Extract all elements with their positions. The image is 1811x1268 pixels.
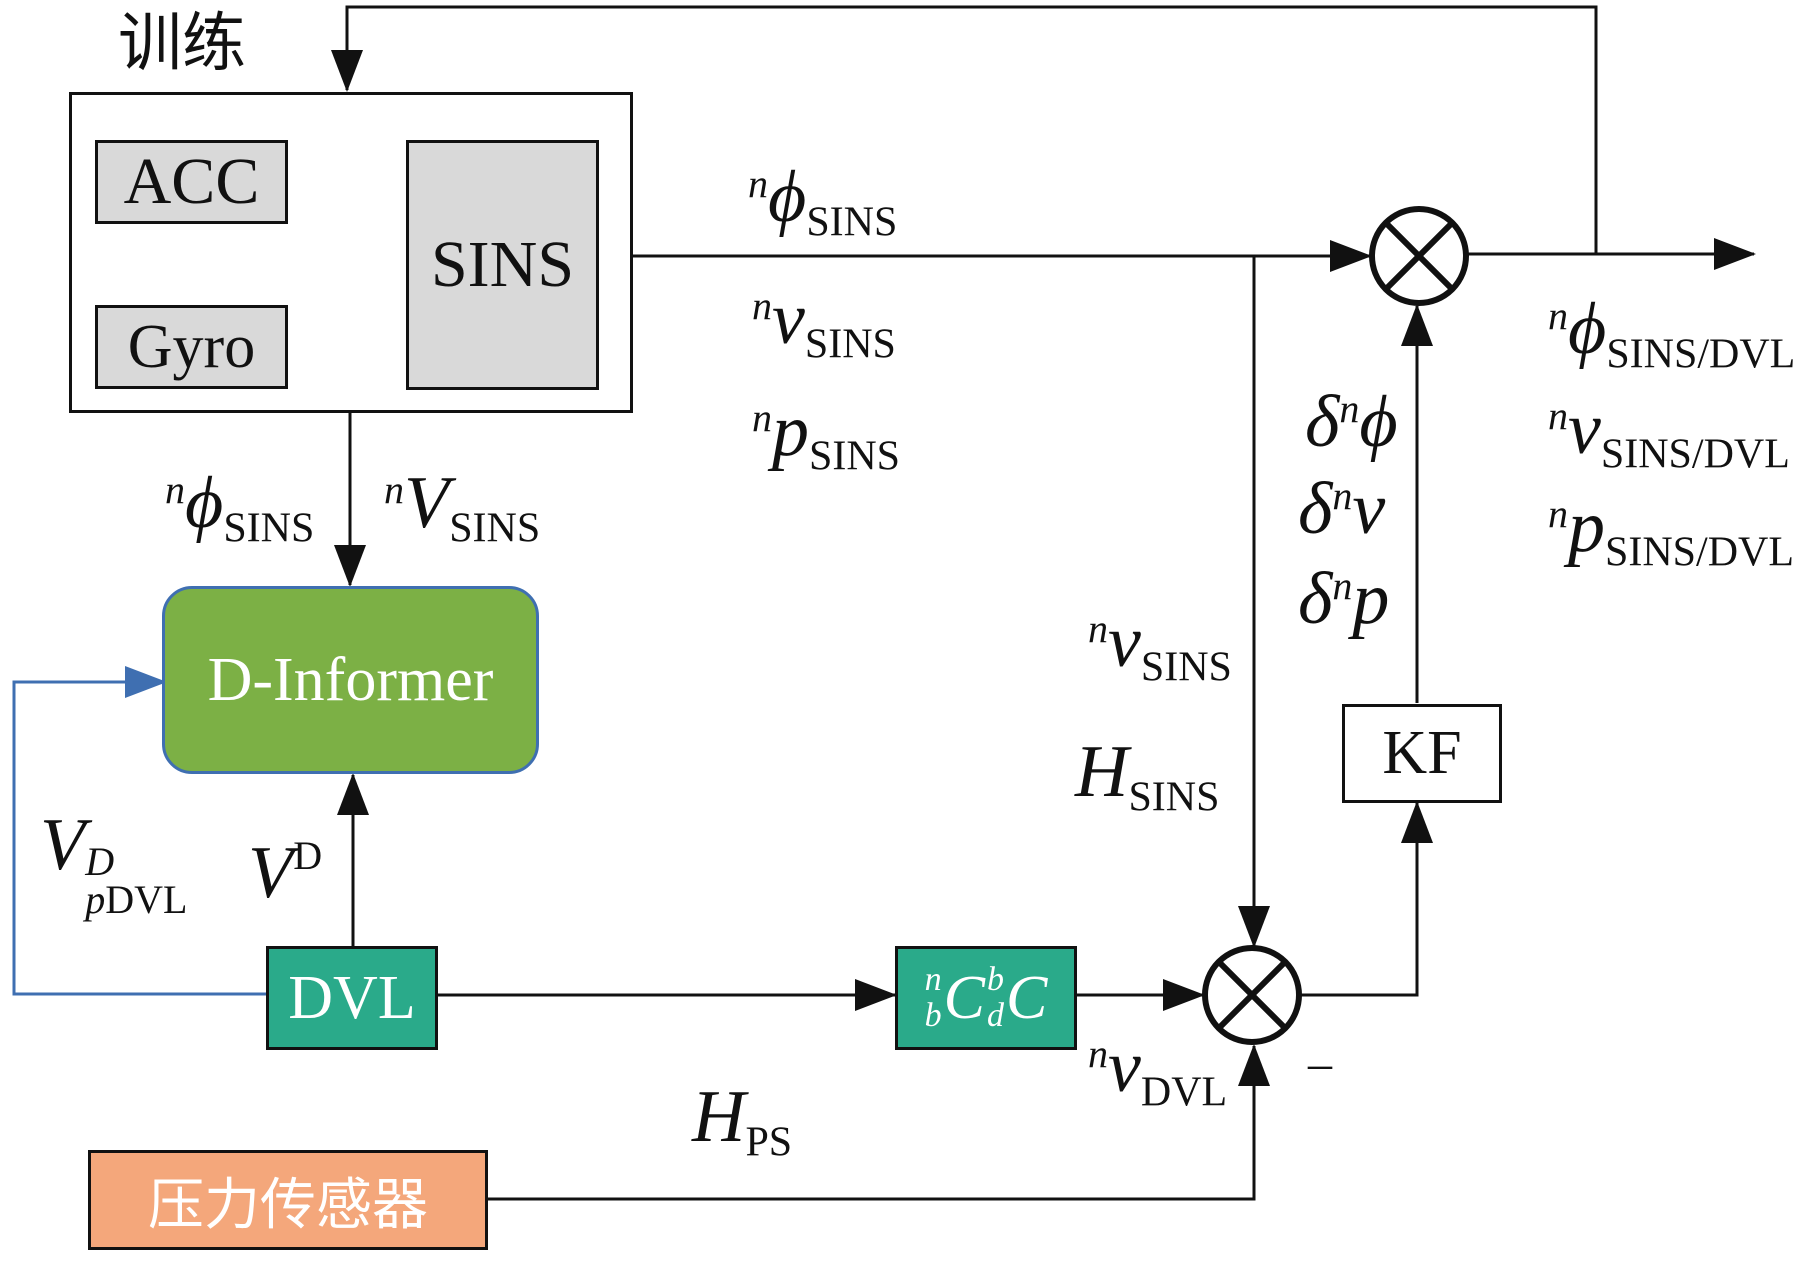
transform-sub-1: b: [924, 997, 942, 1034]
label-v-pdvl: V D pDVL: [40, 804, 188, 922]
pressure-sensor-block: 压力传感器: [88, 1150, 488, 1250]
lower-mixer-icon: [1202, 945, 1302, 1045]
lower-mixer-to-kf-arrow: [1300, 801, 1433, 997]
training-feedback-arrow: [331, 5, 1598, 254]
label-phi-sins: nϕSINS: [748, 156, 898, 246]
transform-main-2: C: [1006, 964, 1048, 1032]
label-delta-phi: δnϕ: [1305, 381, 1398, 463]
label-p-sins: npSINS: [752, 390, 901, 480]
label-delta-p: δnp: [1298, 558, 1390, 640]
training-title: 训练: [118, 7, 246, 81]
label-v-sins-right: nvSINS: [1088, 601, 1232, 691]
kf-block: KF: [1342, 704, 1502, 803]
upper-mixer-icon: [1369, 206, 1469, 306]
label-v-dvl: nvDVL: [1088, 1026, 1228, 1116]
minus-sign: –: [1308, 1037, 1332, 1090]
dvl-block: DVL: [266, 946, 438, 1050]
dvl-feedback-arrow: [12, 666, 266, 996]
label-phi-out: nϕSINS/DVL: [1548, 288, 1796, 378]
gyro-block: Gyro: [95, 305, 288, 389]
label-p-out: npSINS/DVL: [1548, 486, 1795, 576]
label-V-D: VD: [248, 832, 323, 914]
label-V-sins: nVSINS: [384, 462, 541, 552]
label-H-sins: HSINS: [1075, 731, 1220, 821]
pressure-to-lower-mixer-arrow: [488, 1044, 1270, 1201]
sins-block: SINS: [406, 140, 599, 390]
label-phi-sins-2: nϕSINS: [165, 462, 315, 552]
d-informer-block: D-Informer: [162, 586, 539, 774]
label-v-out: nvSINS/DVL: [1548, 388, 1790, 478]
transform-sup-1: n: [924, 961, 942, 999]
transform-sup-2: b: [987, 961, 1004, 999]
label-v-sins: nvSINS: [752, 278, 896, 368]
transform-block: n b C b d C: [895, 946, 1077, 1050]
transform-main-1: C: [943, 964, 985, 1032]
transform-sub-2: d: [987, 997, 1004, 1034]
label-H-ps: HPS: [692, 1076, 793, 1166]
acc-block: ACC: [95, 140, 288, 224]
label-delta-v: δnv: [1298, 468, 1386, 550]
